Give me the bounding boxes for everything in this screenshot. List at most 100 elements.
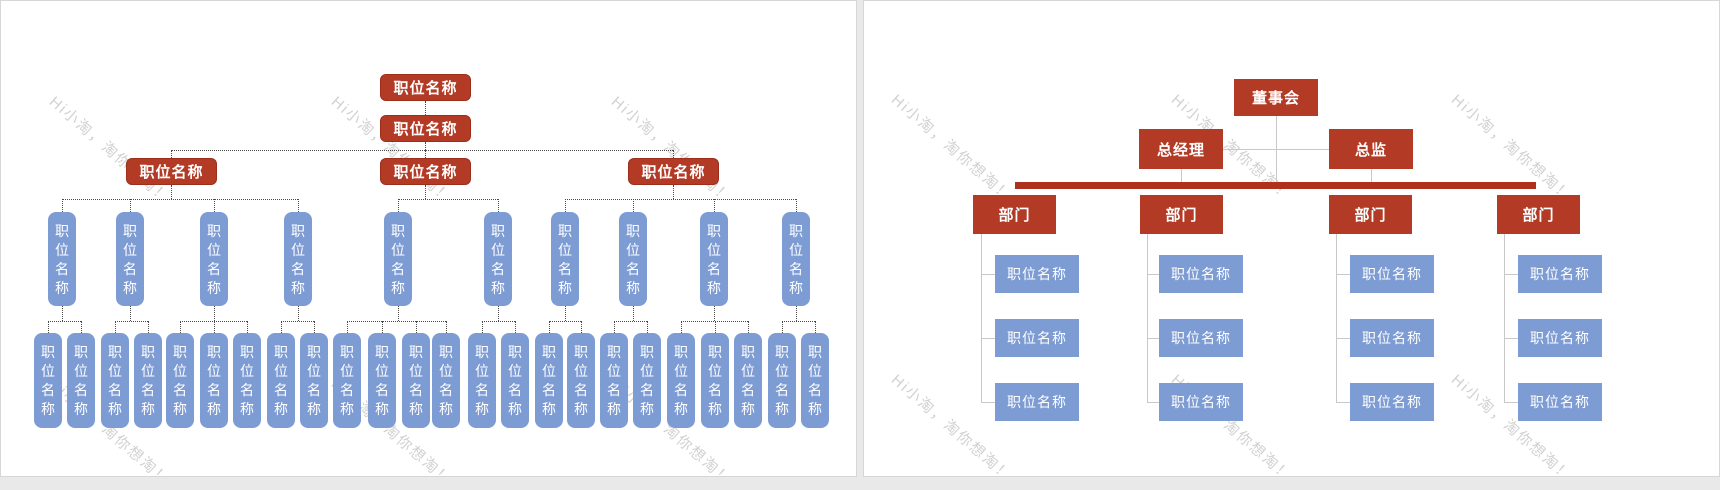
dotted-connector-line bbox=[48, 321, 49, 333]
dotted-connector-line bbox=[796, 199, 797, 212]
position-box-blue-vertical: 职位名称 bbox=[384, 212, 412, 306]
position-box-blue-vertical: 职位名称 bbox=[567, 333, 595, 428]
position-box-blue-vertical: 职位名称 bbox=[333, 333, 361, 428]
position-box-blue-vertical: 职位名称 bbox=[801, 333, 829, 428]
dotted-connector-line bbox=[714, 306, 715, 321]
gray-connector-tick bbox=[1336, 274, 1350, 275]
gray-connector-tick bbox=[1504, 338, 1518, 339]
dotted-connector-line bbox=[281, 321, 314, 322]
dotted-connector-line bbox=[796, 306, 797, 321]
dotted-connector-line bbox=[614, 321, 615, 333]
gray-connector-tick bbox=[1504, 274, 1518, 275]
position-box-blue-vertical: 职位名称 bbox=[432, 333, 460, 428]
position-box-blue-vertical: 职位名称 bbox=[300, 333, 328, 428]
watermark-text: Hi小淘，淘你想淘！ bbox=[887, 91, 1016, 206]
dotted-connector-line bbox=[214, 321, 215, 333]
dotted-connector-line bbox=[171, 185, 172, 199]
position-box-blue-vertical: 职位名称 bbox=[484, 212, 512, 306]
dotted-connector-line bbox=[298, 199, 299, 212]
dotted-connector-line bbox=[398, 199, 399, 212]
position-box-blue-vertical: 职位名称 bbox=[368, 333, 396, 428]
dotted-connector-line bbox=[214, 199, 215, 212]
dotted-connector-line bbox=[498, 199, 499, 212]
dotted-connector-line bbox=[565, 199, 796, 200]
dotted-connector-line bbox=[565, 306, 566, 321]
position-box-blue-vertical: 职位名称 bbox=[501, 333, 529, 428]
position-box-blue-vertical: 职位名称 bbox=[468, 333, 496, 428]
position-box-blue-vertical: 职位名称 bbox=[284, 212, 312, 306]
dotted-connector-line bbox=[425, 142, 426, 150]
position-box-blue-vertical: 职位名称 bbox=[402, 333, 430, 428]
gray-connector-tick bbox=[981, 402, 995, 403]
position-box-blue: 职位名称 bbox=[1159, 319, 1243, 357]
department-box: 部门 bbox=[1140, 195, 1223, 234]
dotted-connector-line bbox=[549, 321, 550, 333]
gray-connector-tick bbox=[1336, 402, 1350, 403]
position-box-blue-vertical: 职位名称 bbox=[619, 212, 647, 306]
position-box-blue-vertical: 职位名称 bbox=[600, 333, 628, 428]
position-box-blue-vertical: 职位名称 bbox=[551, 212, 579, 306]
position-box-red: 职位名称 bbox=[380, 158, 471, 185]
red-rail-bar bbox=[1015, 182, 1536, 189]
dotted-connector-line bbox=[515, 321, 516, 333]
dotted-connector-line bbox=[180, 321, 247, 322]
dotted-connector-line bbox=[130, 306, 131, 321]
gray-connector-line bbox=[1371, 169, 1372, 182]
position-box-blue: 职位名称 bbox=[995, 383, 1079, 421]
dotted-connector-line bbox=[398, 306, 399, 321]
position-box-blue: 职位名称 bbox=[1159, 383, 1243, 421]
dotted-connector-line bbox=[347, 321, 348, 333]
position-box-blue-vertical: 职位名称 bbox=[34, 333, 62, 428]
position-box-blue: 职位名称 bbox=[1159, 255, 1243, 293]
dotted-connector-line bbox=[425, 150, 426, 158]
watermark-text: Hi小淘，淘你想淘！ bbox=[45, 93, 174, 208]
dotted-connector-line bbox=[782, 321, 783, 333]
position-box-blue: 职位名称 bbox=[1518, 319, 1602, 357]
dotted-connector-line bbox=[715, 321, 716, 333]
director-box: 总监 bbox=[1329, 129, 1413, 169]
position-box-blue-vertical: 职位名称 bbox=[101, 333, 129, 428]
dotted-connector-line bbox=[247, 321, 248, 333]
gray-connector-line bbox=[1147, 234, 1148, 402]
dotted-connector-line bbox=[130, 199, 131, 212]
position-box-blue-vertical: 职位名称 bbox=[134, 333, 162, 428]
gray-connector-tick bbox=[1147, 338, 1159, 339]
gray-connector-tick bbox=[1147, 274, 1159, 275]
position-box-blue: 职位名称 bbox=[1518, 383, 1602, 421]
slide-right-orgchart: Hi小淘，淘你想淘！Hi小淘，淘你想淘！Hi小淘，淘你想淘！Hi小淘，淘你想淘！… bbox=[863, 0, 1720, 477]
position-box-blue-vertical: 职位名称 bbox=[535, 333, 563, 428]
dotted-connector-line bbox=[347, 321, 446, 322]
dotted-connector-line bbox=[673, 185, 674, 199]
position-box-blue-vertical: 职位名称 bbox=[200, 212, 228, 306]
dotted-connector-line bbox=[647, 321, 648, 333]
gray-connector-line bbox=[1504, 234, 1505, 402]
position-box-blue-vertical: 职位名称 bbox=[166, 333, 194, 428]
dotted-connector-line bbox=[614, 321, 647, 322]
dotted-connector-line bbox=[62, 199, 63, 212]
dotted-connector-line bbox=[815, 321, 816, 333]
dotted-connector-line bbox=[681, 321, 682, 333]
dotted-connector-line bbox=[115, 321, 148, 322]
dotted-connector-line bbox=[482, 321, 483, 333]
position-box-red: 职位名称 bbox=[126, 158, 217, 185]
position-box-blue: 职位名称 bbox=[1350, 319, 1434, 357]
dotted-connector-line bbox=[549, 321, 581, 322]
gray-connector-tick bbox=[981, 338, 995, 339]
gray-connector-line bbox=[981, 234, 982, 402]
gray-connector-tick bbox=[981, 274, 995, 275]
position-box-red: 职位名称 bbox=[380, 74, 471, 101]
dotted-connector-line bbox=[633, 306, 634, 321]
position-box-blue: 职位名称 bbox=[1350, 255, 1434, 293]
dotted-connector-line bbox=[398, 199, 498, 200]
dotted-connector-line bbox=[446, 321, 447, 333]
dotted-connector-line bbox=[171, 150, 172, 158]
dotted-connector-line bbox=[115, 321, 116, 333]
position-box-blue: 职位名称 bbox=[1350, 383, 1434, 421]
gray-connector-tick bbox=[1147, 402, 1159, 403]
position-box-blue-vertical: 职位名称 bbox=[233, 333, 261, 428]
position-box-blue-vertical: 职位名称 bbox=[67, 333, 95, 428]
position-box-blue-vertical: 职位名称 bbox=[48, 212, 76, 306]
dotted-connector-line bbox=[180, 321, 181, 333]
dotted-connector-line bbox=[48, 321, 81, 322]
